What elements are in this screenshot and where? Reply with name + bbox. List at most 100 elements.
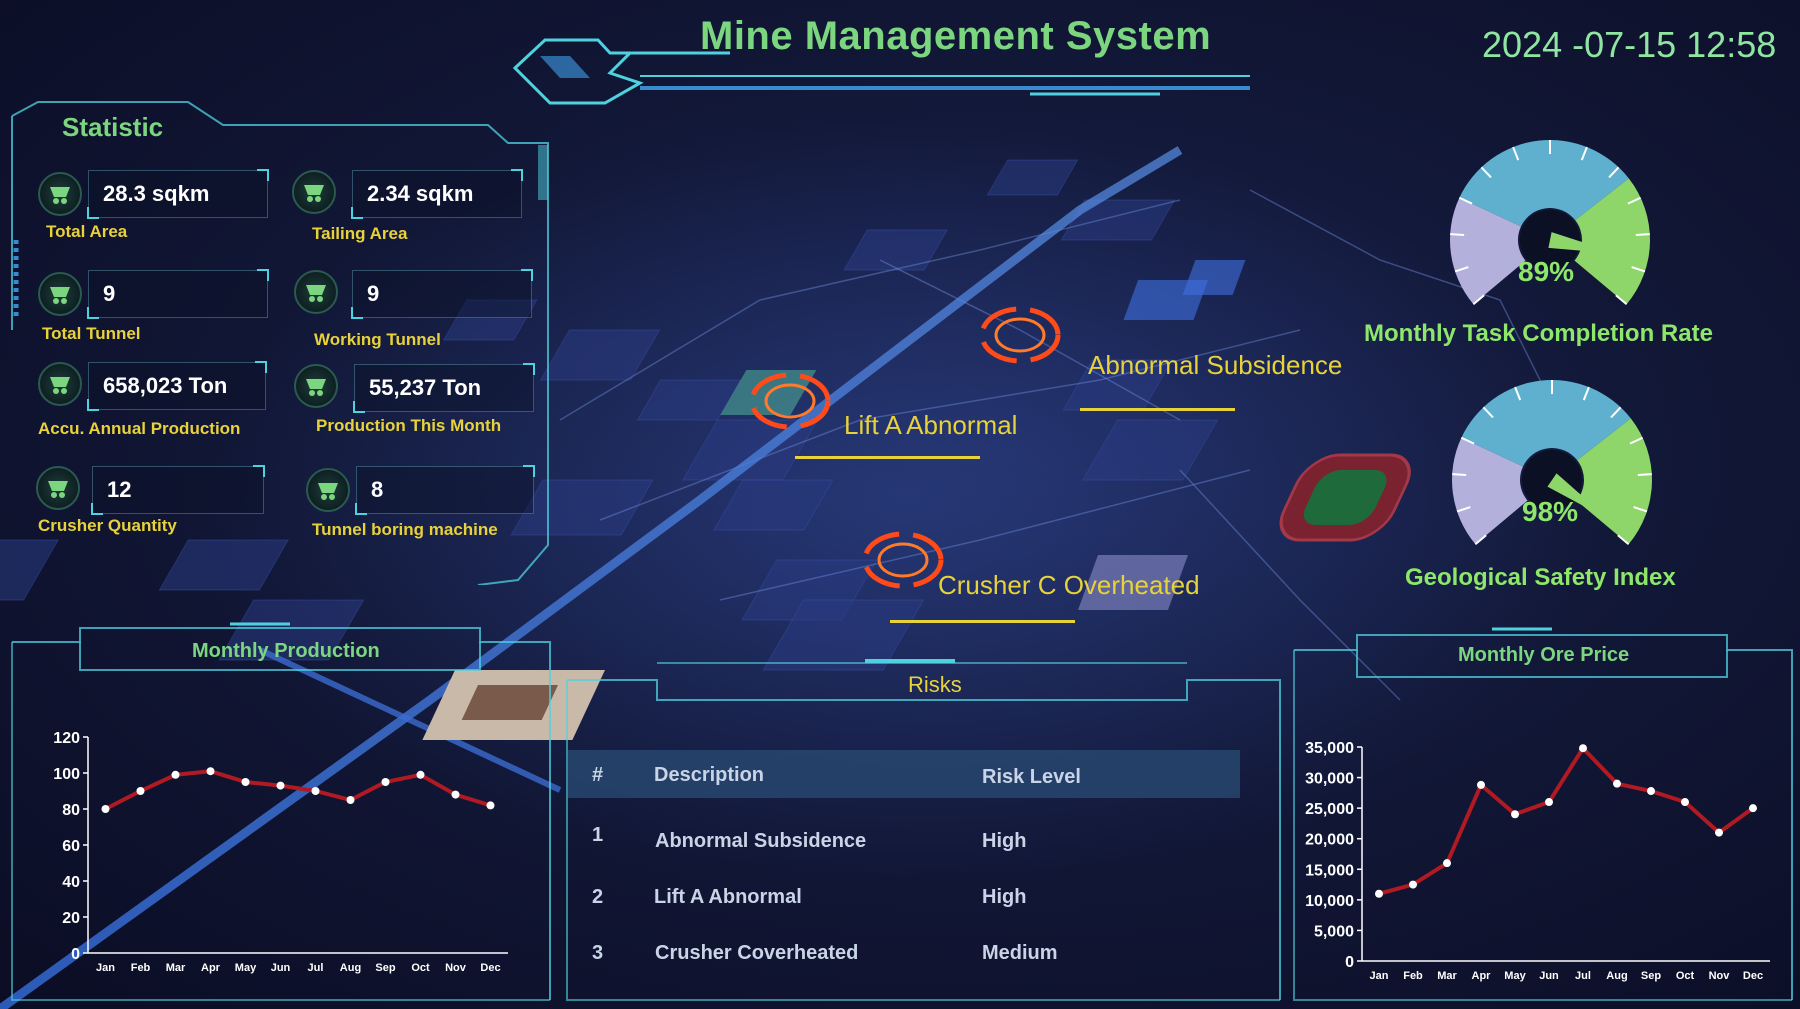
gauge-tick xyxy=(1452,473,1467,476)
gauge-tick xyxy=(1631,266,1646,273)
alert-ring-icon[interactable] xyxy=(975,300,1065,370)
data-point xyxy=(381,778,390,786)
stat-value-box: 9 xyxy=(87,269,269,319)
monthly-ore-price-chart: 05,00010,00015,00020,00025,00030,00035,0… xyxy=(1305,740,1770,982)
y-tick-label: 60 xyxy=(62,838,80,855)
gauge-tick xyxy=(1629,436,1644,445)
y-tick-label: 10,000 xyxy=(1305,893,1354,910)
mining-cart-icon xyxy=(36,466,80,510)
row-description: Abnormal Subsidence xyxy=(655,830,867,852)
gauge-tick xyxy=(1610,406,1622,419)
risks-table-header: # Description Risk Level xyxy=(568,750,1240,798)
row-risk-level: Medium xyxy=(982,942,1058,964)
data-point xyxy=(451,790,460,799)
x-tick-label: Oct xyxy=(1676,970,1695,982)
x-tick-label: Jul xyxy=(1575,970,1591,982)
stat-label: Total Tunnel xyxy=(42,324,141,343)
gauge-label: Monthly Task Completion Rate xyxy=(1364,320,1713,347)
data-point xyxy=(486,801,495,810)
row-description: Lift A Abnormal xyxy=(654,886,802,908)
x-tick-label: Aug xyxy=(1606,970,1627,982)
gauge-tick xyxy=(1454,266,1469,273)
col-header-risk-level: Risk Level xyxy=(982,766,1081,788)
y-tick-label: 20 xyxy=(62,910,80,927)
alert-ring-icon[interactable] xyxy=(858,525,948,595)
row-risk-level: High xyxy=(982,830,1027,852)
gauge-label: Geological Safety Index xyxy=(1405,564,1676,591)
stat-value: 9 xyxy=(367,281,380,306)
gauge-tick xyxy=(1456,506,1471,513)
stat-value: 55,237 Ton xyxy=(369,375,482,400)
stat-value-box: 8 xyxy=(355,465,535,515)
x-tick-label: Jul xyxy=(308,962,324,974)
gauge-task-completion xyxy=(1450,140,1650,306)
gauge-tick xyxy=(1637,473,1652,476)
data-point xyxy=(101,805,110,813)
stat-value: 8 xyxy=(371,477,384,502)
x-tick-label: Feb xyxy=(131,962,151,974)
alert-ring-icon[interactable] xyxy=(745,366,835,436)
alert-underline xyxy=(890,620,1075,623)
gauge-tick xyxy=(1608,166,1620,179)
gauge-geological-safety xyxy=(1452,380,1652,546)
risks-title: Risks xyxy=(908,672,962,697)
data-point xyxy=(1715,828,1723,837)
data-point xyxy=(1477,780,1485,789)
gauge-needle xyxy=(1547,473,1610,520)
statistic-panel-frame xyxy=(11,101,549,585)
alert-lift-a-abnormal[interactable]: Lift A Abnormal xyxy=(844,410,1018,440)
x-tick-label: Nov xyxy=(1709,970,1731,982)
monthly-production-frame xyxy=(11,622,551,1001)
gauge-value: 89% xyxy=(1518,256,1575,287)
data-point xyxy=(171,770,180,779)
data-point xyxy=(136,787,145,795)
gauge-tick xyxy=(1474,534,1487,546)
gauge-tick xyxy=(1635,233,1650,236)
stat-value-box: 55,237 Ton xyxy=(353,363,535,413)
x-tick-label: Feb xyxy=(1403,970,1423,982)
y-tick-label: 80 xyxy=(62,802,80,819)
gauge-tick xyxy=(1627,196,1642,205)
y-tick-label: 20,000 xyxy=(1305,832,1354,849)
gauge-tick xyxy=(1582,386,1590,401)
x-tick-label: Oct xyxy=(411,962,430,974)
x-tick-label: Jan xyxy=(96,962,115,974)
alert-crusher-c-overheated[interactable]: Crusher C Overheated xyxy=(938,570,1200,600)
table-row[interactable]: 3 Crusher Coverheated Medium xyxy=(568,942,1240,982)
stat-value-box: 2.34 sqkm xyxy=(351,169,523,219)
gauge-segment-high xyxy=(1574,178,1650,305)
row-number: 2 xyxy=(592,886,604,908)
gauge-tick xyxy=(1580,146,1588,161)
data-point xyxy=(416,770,425,779)
data-point xyxy=(1681,798,1689,807)
x-tick-label: May xyxy=(235,962,257,974)
y-tick-label: 0 xyxy=(1345,954,1354,971)
gauge-tick xyxy=(1514,386,1522,401)
x-tick-label: Aug xyxy=(340,962,361,974)
statistic-title: Statistic xyxy=(62,112,164,142)
data-point xyxy=(1579,744,1587,753)
y-tick-label: 0 xyxy=(71,946,80,963)
gauge-tick xyxy=(1615,294,1628,306)
data-point xyxy=(206,767,215,776)
y-tick-label: 25,000 xyxy=(1305,801,1354,818)
gauge-segment-low xyxy=(1450,197,1526,305)
y-tick-label: 15,000 xyxy=(1305,862,1354,879)
stat-label: Working Tunnel xyxy=(314,330,441,349)
stat-label: Production This Month xyxy=(316,416,502,435)
y-tick-label: 30,000 xyxy=(1305,771,1354,788)
x-tick-label: Dec xyxy=(480,962,500,974)
stat-value-box: 28.3 sqkm xyxy=(87,169,269,219)
x-tick-label: Sep xyxy=(1641,970,1661,982)
gauge-tick xyxy=(1633,506,1648,513)
stat-value-box: 658,023 Ton xyxy=(87,361,267,411)
alert-abnormal-subsidence[interactable]: Abnormal Subsidence xyxy=(1088,350,1343,380)
table-row[interactable]: 1 Abnormal Subsidence High xyxy=(568,824,1240,870)
gauge-tick xyxy=(1450,233,1465,236)
data-point xyxy=(1409,880,1417,889)
x-tick-label: Mar xyxy=(166,962,186,974)
x-tick-label: Jun xyxy=(1539,970,1559,982)
stat-value: 658,023 Ton xyxy=(103,373,228,398)
table-row[interactable]: 2 Lift A Abnormal High xyxy=(568,886,1240,926)
